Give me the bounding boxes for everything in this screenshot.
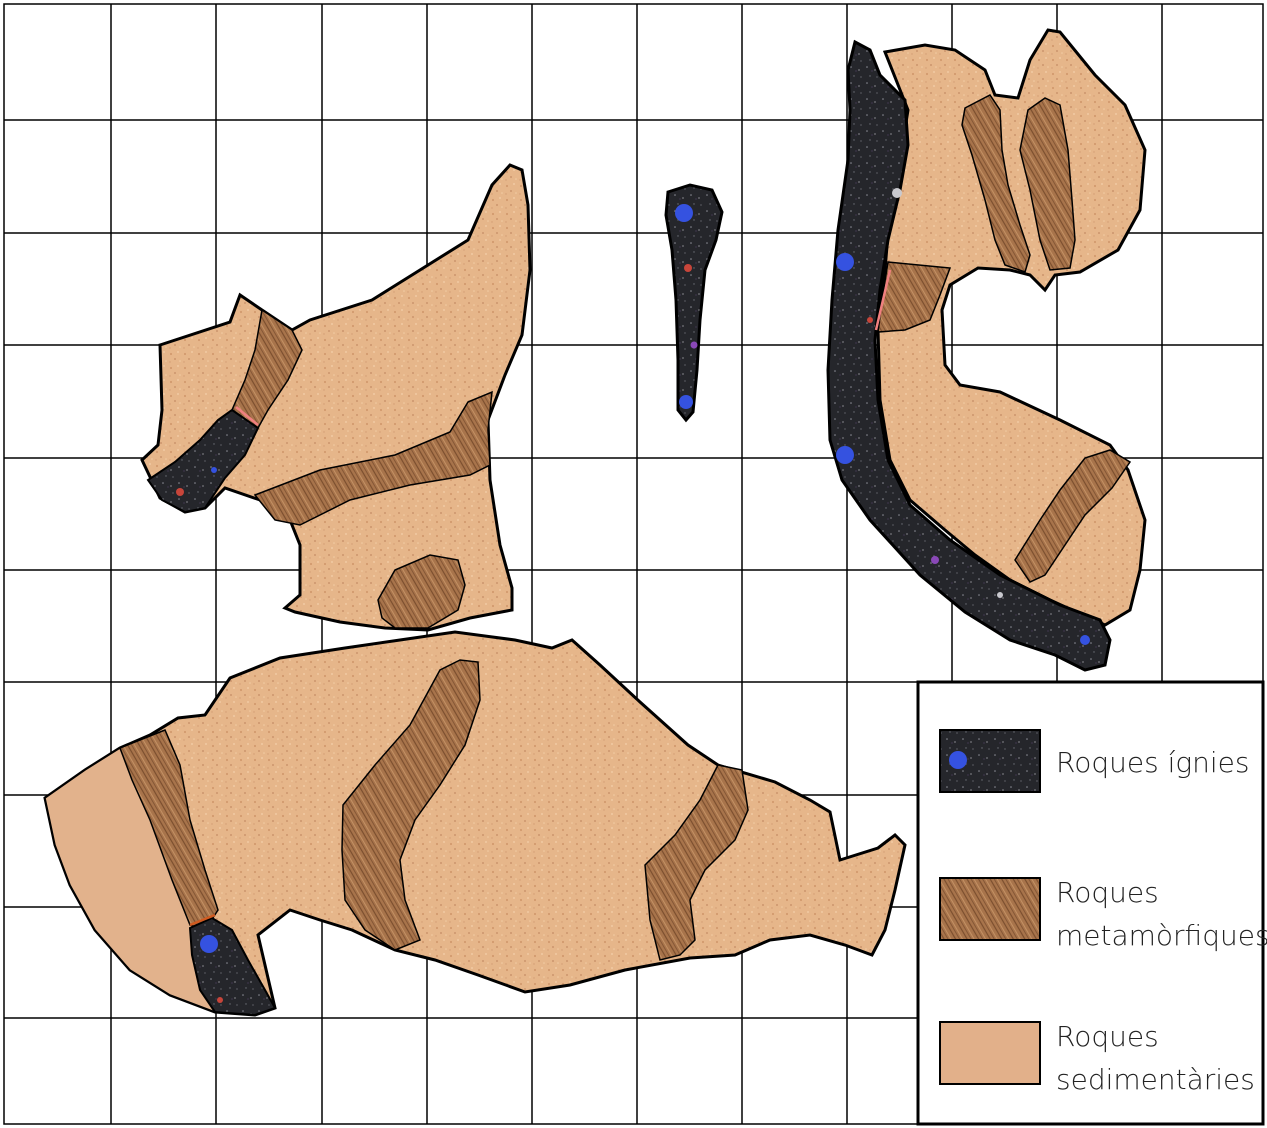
rock-fragment-igneous-dike: [666, 185, 722, 420]
rock-fragment-upper-right: [828, 30, 1145, 670]
legend-swatch-sedimentary: [940, 1022, 1040, 1084]
legend-label-metamorphic: Roques: [1056, 876, 1159, 909]
legend-swatch-clast: [949, 751, 967, 769]
rock-fragment-bottom: [45, 632, 905, 1015]
legend-label-sedimentary: Roques: [1056, 1020, 1159, 1053]
legend-label-igneous: Roques ígnies: [1056, 746, 1249, 779]
sedimentary-area: [142, 165, 530, 630]
legend: Roques ígniesRoquesmetamòrfiquesRoquesse…: [918, 682, 1267, 1124]
legend-swatch-metamorphic: [940, 878, 1040, 940]
legend-label-metamorphic: metamòrfiques: [1056, 919, 1267, 952]
rock-fragment-upper-left: [142, 165, 530, 630]
legend-label-sedimentary: sedimentàries: [1056, 1063, 1255, 1096]
igneous-band: [666, 185, 722, 420]
